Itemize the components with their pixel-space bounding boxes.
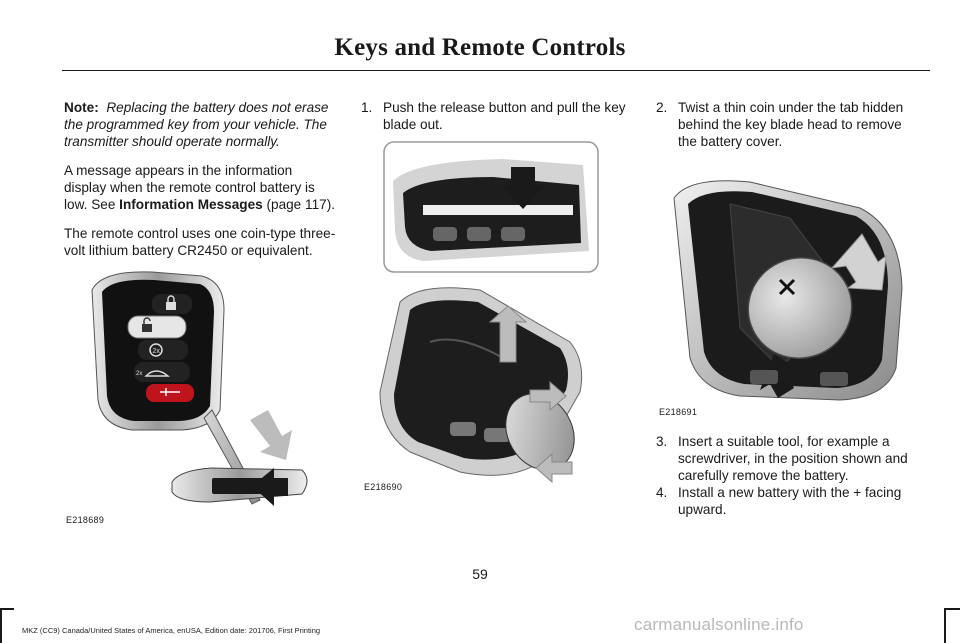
step-2-number: 2.	[656, 100, 668, 115]
figure-code-middle: E218690	[364, 482, 403, 492]
figure-release-button-inset	[383, 141, 599, 273]
crop-mark	[944, 608, 960, 610]
trunk-icon: 2x	[134, 362, 190, 382]
remote-start-icon: 2x	[138, 340, 188, 360]
crop-mark	[0, 608, 14, 610]
page-title: Keys and Remote Controls	[334, 34, 626, 61]
information-messages-link[interactable]: Information Messages	[119, 197, 263, 212]
lock-icon	[152, 294, 192, 314]
cover-lift-arrow-icon	[488, 305, 528, 363]
release-button-arrow-icon	[252, 468, 288, 506]
crop-mark	[944, 608, 946, 643]
svg-text:2x: 2x	[136, 371, 142, 377]
figure-code-right: E218691	[659, 407, 698, 417]
figure-code-left: E218689	[66, 515, 105, 525]
panic-icon	[146, 384, 194, 402]
step-3-text: Insert a suitable tool, for example a sc…	[678, 434, 908, 483]
edition-line: MKZ (CC9) Canada/United States of Americ…	[22, 626, 321, 635]
step-2: 2. Twist a thin coin under the tab hidde…	[656, 99, 918, 150]
step-4-number: 4.	[656, 485, 668, 500]
left-column: Note: Replacing the battery does not era…	[64, 99, 338, 259]
svg-text:2x: 2x	[153, 348, 161, 355]
message-paragraph: A message appears in the information dis…	[64, 162, 338, 213]
note-paragraph: Note: Replacing the battery does not era…	[64, 99, 338, 150]
watermark: carmanualsonline.info	[634, 615, 804, 634]
release-button-arrow-icon	[501, 167, 545, 209]
figure-battery-cover	[360, 282, 600, 496]
step-3: 3. Insert a suitable tool, for example a…	[656, 433, 918, 484]
battery-removal-arrow-icon	[830, 233, 887, 291]
figure-key-fob: 2x 2x	[62, 270, 340, 532]
page-number: 59	[472, 566, 488, 582]
note-label: Note:	[64, 100, 99, 115]
step-2-text: Twist a thin coin under the tab hidden b…	[678, 100, 904, 149]
tab-arrow-icon	[529, 380, 567, 412]
note-text: Replacing the battery does not erase the…	[64, 100, 329, 149]
message-text: A message appears in the information dis…	[64, 163, 315, 212]
pull-direction-icon	[250, 410, 292, 460]
coin-arrow-icon	[535, 452, 573, 484]
step-4: 4. Install a new battery with the + faci…	[656, 484, 918, 518]
step-1-text: Push the release button and pull the key…	[383, 100, 626, 132]
crop-mark	[0, 608, 2, 643]
battery-paragraph: The remote control uses one coin-type th…	[64, 225, 338, 259]
step-1-number: 1.	[361, 100, 373, 115]
step-1: 1. Push the release button and pull the …	[361, 99, 636, 133]
unlock-icon	[127, 315, 187, 339]
figure-battery-removal	[660, 168, 920, 418]
message-ref: (page 117).	[262, 197, 335, 212]
battery-icon	[747, 257, 853, 359]
step-3-number: 3.	[656, 434, 668, 449]
battery-text: The remote control uses one coin-type th…	[64, 226, 336, 258]
step-4-text: Install a new battery with the + facing …	[678, 485, 902, 517]
header-rule	[62, 70, 930, 71]
